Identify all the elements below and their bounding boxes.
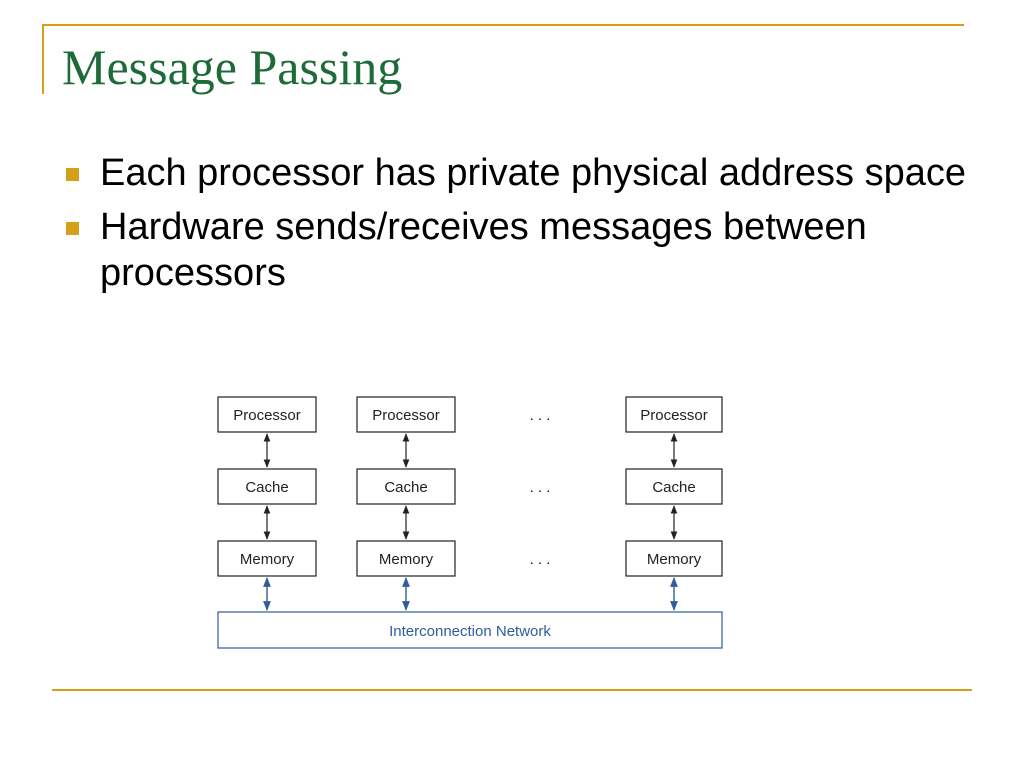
processor-box — [356, 396, 456, 433]
processor-box — [217, 396, 317, 433]
bullet-item: Each processor has private physical addr… — [64, 150, 984, 196]
slide-title: Message Passing — [62, 39, 403, 95]
ellipsis-processor-row: . . . — [530, 407, 551, 424]
square-bullet-icon — [66, 222, 79, 235]
cache-box — [217, 468, 317, 505]
cache-box — [356, 468, 456, 505]
interconnection-network-label: Interconnection Network — [389, 623, 551, 640]
processor-label: Processor — [640, 407, 708, 424]
memory-label: Memory — [240, 551, 295, 568]
cache-box — [625, 468, 723, 505]
square-bullet-icon — [66, 168, 79, 181]
ellipsis-memory-row: . . . — [530, 551, 551, 568]
cache-label: Cache — [245, 479, 288, 496]
node-3: Processor Cache Memory — [625, 396, 723, 611]
frame-bottom-rule — [52, 689, 972, 691]
bullet-text: Each processor has private physical addr… — [100, 152, 967, 194]
node-2: Processor Cache Memory — [356, 396, 456, 611]
processor-label: Processor — [233, 407, 301, 424]
bullet-item: Hardware sends/receives messages between… — [64, 204, 984, 296]
ellipsis-cache-row: . . . — [530, 479, 551, 496]
memory-box — [625, 540, 723, 577]
cache-label: Cache — [384, 479, 427, 496]
memory-box — [356, 540, 456, 577]
memory-label: Memory — [379, 551, 434, 568]
node-1: Processor Cache Memory — [217, 396, 317, 611]
bullet-list: Each processor has private physical addr… — [64, 150, 984, 304]
interconnection-network-box — [217, 611, 723, 649]
frame-left-rule — [42, 24, 44, 94]
cache-label: Cache — [652, 479, 695, 496]
memory-label: Memory — [647, 551, 702, 568]
processor-label: Processor — [372, 407, 440, 424]
bullet-text: Hardware sends/receives messages between… — [100, 206, 867, 294]
memory-box — [217, 540, 317, 577]
frame-top-rule — [42, 24, 964, 26]
processor-box — [625, 396, 723, 433]
